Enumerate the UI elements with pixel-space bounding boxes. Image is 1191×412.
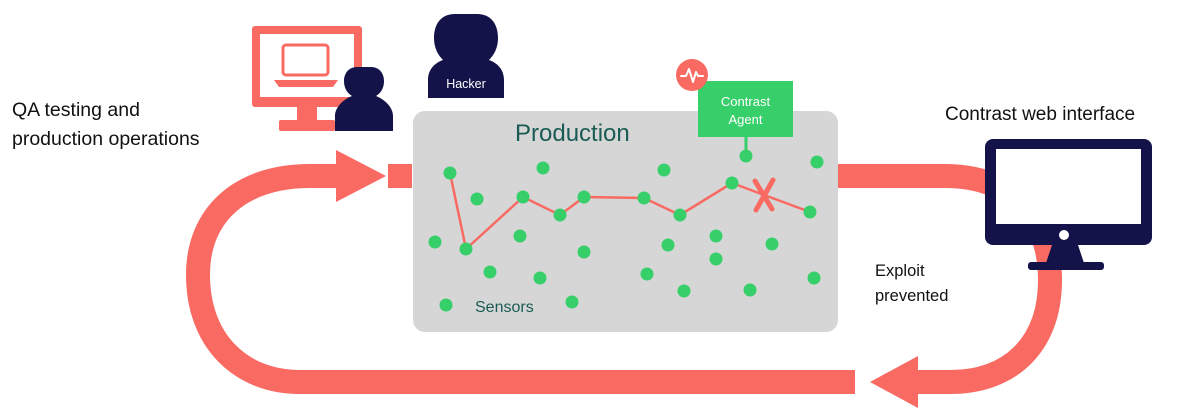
qa-label-line2: production operations [12,128,200,150]
sensors-label: Sensors [475,299,534,316]
agent-label-line1: Contrast [721,94,771,109]
agent-box [698,81,793,137]
web-interface-label: Contrast web interface [945,104,1135,125]
sensor-dot [443,166,457,180]
pulse-icon [676,59,708,91]
sensor-dot [565,295,579,309]
sensor-dot [709,252,723,266]
sensor-dot [553,208,567,222]
sensor-dot [725,176,739,190]
production-box [413,111,838,332]
exploit-label-line2: prevented [875,287,948,305]
sensor-dot [533,271,547,285]
sensor-dot [577,190,591,204]
loop-arrowhead-left [870,356,918,408]
sensor-dot [657,163,671,177]
sensor-dot [739,149,753,163]
sensor-dot [637,191,651,205]
sensor-dot [743,283,757,297]
sensor-dot [810,155,824,169]
sensor-dot [459,242,473,256]
sensor-dot [765,237,779,251]
sensor-dot [513,229,527,243]
exploit-label-line1: Exploit [875,262,925,280]
hacker-label: Hacker [446,77,486,91]
production-title: Production [515,120,630,147]
sensor-dot [661,238,675,252]
sensor-dot [640,267,654,281]
sensor-dot [516,190,530,204]
sensor-dot [673,208,687,222]
sensor-dots [428,149,824,312]
loop-arrowhead-right [336,150,386,202]
sensor-dot [807,271,821,285]
sensor-dot [709,229,723,243]
monitor-laptop-icon [252,26,362,131]
monitor-icon [985,139,1152,270]
sensor-dot [483,265,497,279]
sensor-dot [577,245,591,259]
x-mark-icon [752,177,776,213]
sensor-dot [439,298,453,312]
sensor-dot [428,235,442,249]
sensor-dot [803,205,817,219]
hacker-person-icon [428,14,504,98]
sensor-dot [470,192,484,206]
agent-label-line2: Agent [729,112,763,127]
person-icon [335,67,393,131]
sensor-dot [677,284,691,298]
sensor-dot [536,161,550,175]
loop-top-left-segment [185,164,855,394]
qa-label-line1: QA testing and [12,99,140,121]
